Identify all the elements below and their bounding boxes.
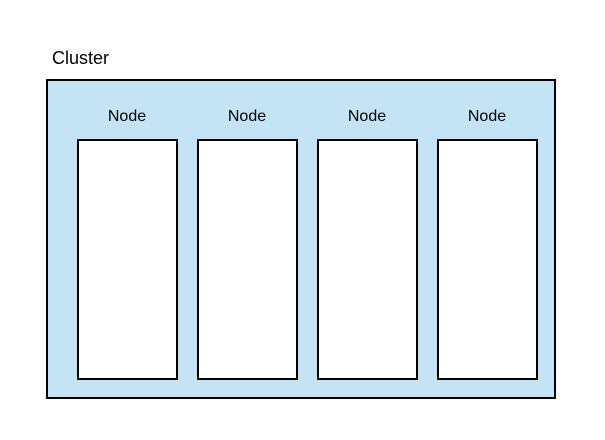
node-box-4 — [437, 139, 538, 380]
node-label-3: Node — [347, 108, 387, 125]
node-box-3 — [317, 139, 418, 380]
node-label-4: Node — [467, 108, 507, 125]
cluster-label: Cluster — [52, 48, 110, 68]
node-box-1 — [77, 139, 178, 380]
node-label-2: Node — [227, 108, 267, 125]
node-box-2 — [197, 139, 298, 380]
node-label-1: Node — [107, 108, 147, 125]
